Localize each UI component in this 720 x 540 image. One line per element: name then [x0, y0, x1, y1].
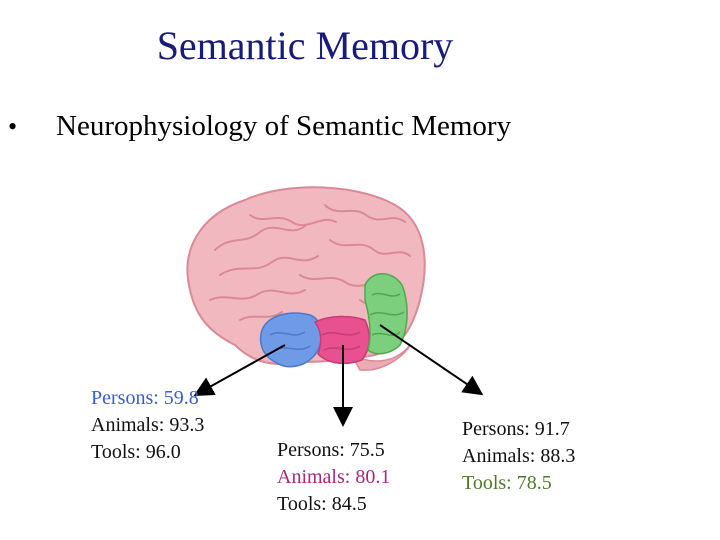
stat-persons: Persons: 91.7: [462, 418, 570, 440]
stat-animals: Animals: 93.3: [91, 414, 205, 436]
stat-animals: Animals: 80.1: [277, 466, 391, 488]
arrow-right: [379, 324, 484, 396]
stat-persons: Persons: 59.8: [91, 387, 199, 409]
stat-persons: Persons: 75.5: [277, 439, 385, 461]
stats-middle-temporal: Persons: 75.5 Animals: 80.1 Tools: 84.5: [277, 437, 390, 518]
stats-temporal-pole: Persons: 59.8 Animals: 93.3 Tools: 96.0: [91, 385, 204, 466]
slide-title: Semantic Memory: [156, 23, 454, 68]
region-middle-temporal: [313, 315, 370, 365]
brain-folds: [209, 204, 411, 321]
stat-animals: Animals: 88.3: [462, 445, 576, 467]
stat-tools: Tools: 78.5: [462, 472, 552, 494]
green-folds: [369, 292, 405, 336]
stat-tools: Tools: 84.5: [277, 493, 367, 515]
stats-posterior-temporal: Persons: 91.7 Animals: 88.3 Tools: 78.5: [462, 416, 575, 497]
bullet-text: Neurophysiology of Semantic Memory: [56, 110, 512, 142]
bullet-dot: •: [8, 112, 18, 141]
arrow-left: [193, 344, 286, 396]
stat-tools: Tools: 96.0: [91, 441, 181, 463]
